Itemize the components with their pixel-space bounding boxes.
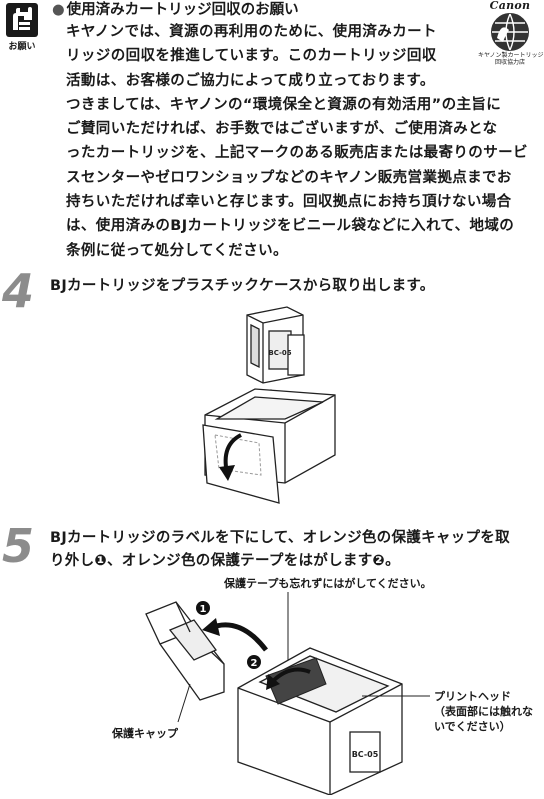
protective-tape <box>265 657 327 705</box>
step-4-text: BJカートリッジをプラスチックケースから取り出します。 <box>50 278 435 294</box>
notice-line: 持ちいただければ幸いと存じます。回収拠点にお持ち頂けない場合 <box>66 194 512 211</box>
step-4-illustration: BC-05 <box>195 305 365 510</box>
protective-cap-figure <box>145 601 225 701</box>
canon-logo-text: Canon <box>489 0 531 12</box>
notice-line: は、使用済みのBJカートリッジをビニール袋などに入れて、地域の <box>66 218 515 235</box>
recycle-globe-icon <box>491 13 529 51</box>
marker-2-text: 2 <box>251 658 258 669</box>
callout-cap: 保護キャップ <box>112 727 178 740</box>
callout-print-head: プリントヘッド （表面部には触れな いでください） <box>434 689 533 734</box>
notice-body: キヤノンでは、資源の再利用のために、使用済みカート リッジの回収を推進しています… <box>66 20 538 263</box>
notice-line: 条例に従って処分してください。 <box>66 242 288 259</box>
cartridge-label: BC-05 <box>352 750 379 759</box>
marker-2-icon <box>247 655 261 669</box>
notice-line: つきましては、キヤノンの“環境保全と資源の有効活用”の主旨に <box>66 96 502 113</box>
request-hand-icon <box>2 2 42 52</box>
logo-caption-1: キヤノン製カートリッジ <box>478 52 544 59</box>
notice-line: ご賛同いただければ、お手数ではございますが、ご使用済みとな <box>66 121 498 138</box>
step-5-illustration: 1 BC-05 2 <box>140 592 440 796</box>
step-5-text-line: り外し❶、オレンジ色の保護テープをはがします❷。 <box>50 553 400 569</box>
callout-print-head-line: （表面部には触れな <box>434 705 533 718</box>
canon-recycle-logo: Canon キヤノン製カートリッジ 回収協力店 <box>478 0 544 66</box>
notice-title: ●使用済みカートリッジ回収のお願い <box>52 0 299 20</box>
bj-cartridge-figure <box>246 306 305 384</box>
box-flap <box>202 424 280 504</box>
bullet-icon: ● <box>52 2 65 18</box>
request-icon-label: お願い <box>8 42 36 52</box>
remove-cap-arrow-icon <box>209 622 268 652</box>
marker-1-text: 1 <box>200 604 207 615</box>
callout-tape: 保護テープも忘れずにはがしてください。 <box>224 577 432 590</box>
step-5-number: 5 <box>2 519 35 573</box>
notice-line: スセンターやゼロワンショップなどのキヤノン販売営業拠点までお <box>66 169 512 186</box>
step-4-number: 4 <box>2 264 35 318</box>
notice-line: リッジの回収を推進しています。このカートリッジ回収 <box>66 48 437 65</box>
notice-line: ったカートリッジを、上記マークのある販売店または最寄りのサービ <box>66 145 528 162</box>
callout-print-head-line: プリントヘッド <box>434 690 511 703</box>
notice-line: 活動は、お客様のご協力によって成り立っております。 <box>66 72 435 89</box>
step-5-text: BJカートリッジのラベルを下にして、オレンジ色の保護キャップを取 り外し❶、オレ… <box>50 527 542 573</box>
marker-1-icon <box>196 601 210 615</box>
notice-title-text: 使用済みカートリッジ回収のお願い <box>66 2 299 18</box>
callout-print-head-line: いでください） <box>434 720 511 733</box>
cartridge-label: BC-05 <box>268 349 291 357</box>
step-5-text-line: BJカートリッジのラベルを下にして、オレンジ色の保護キャップを取 <box>50 530 510 546</box>
logo-caption-2: 回収協力店 <box>494 59 525 66</box>
notice-line: キヤノンでは、資源の再利用のために、使用済みカート <box>66 24 437 40</box>
peel-tape-arrow-icon <box>270 667 311 684</box>
